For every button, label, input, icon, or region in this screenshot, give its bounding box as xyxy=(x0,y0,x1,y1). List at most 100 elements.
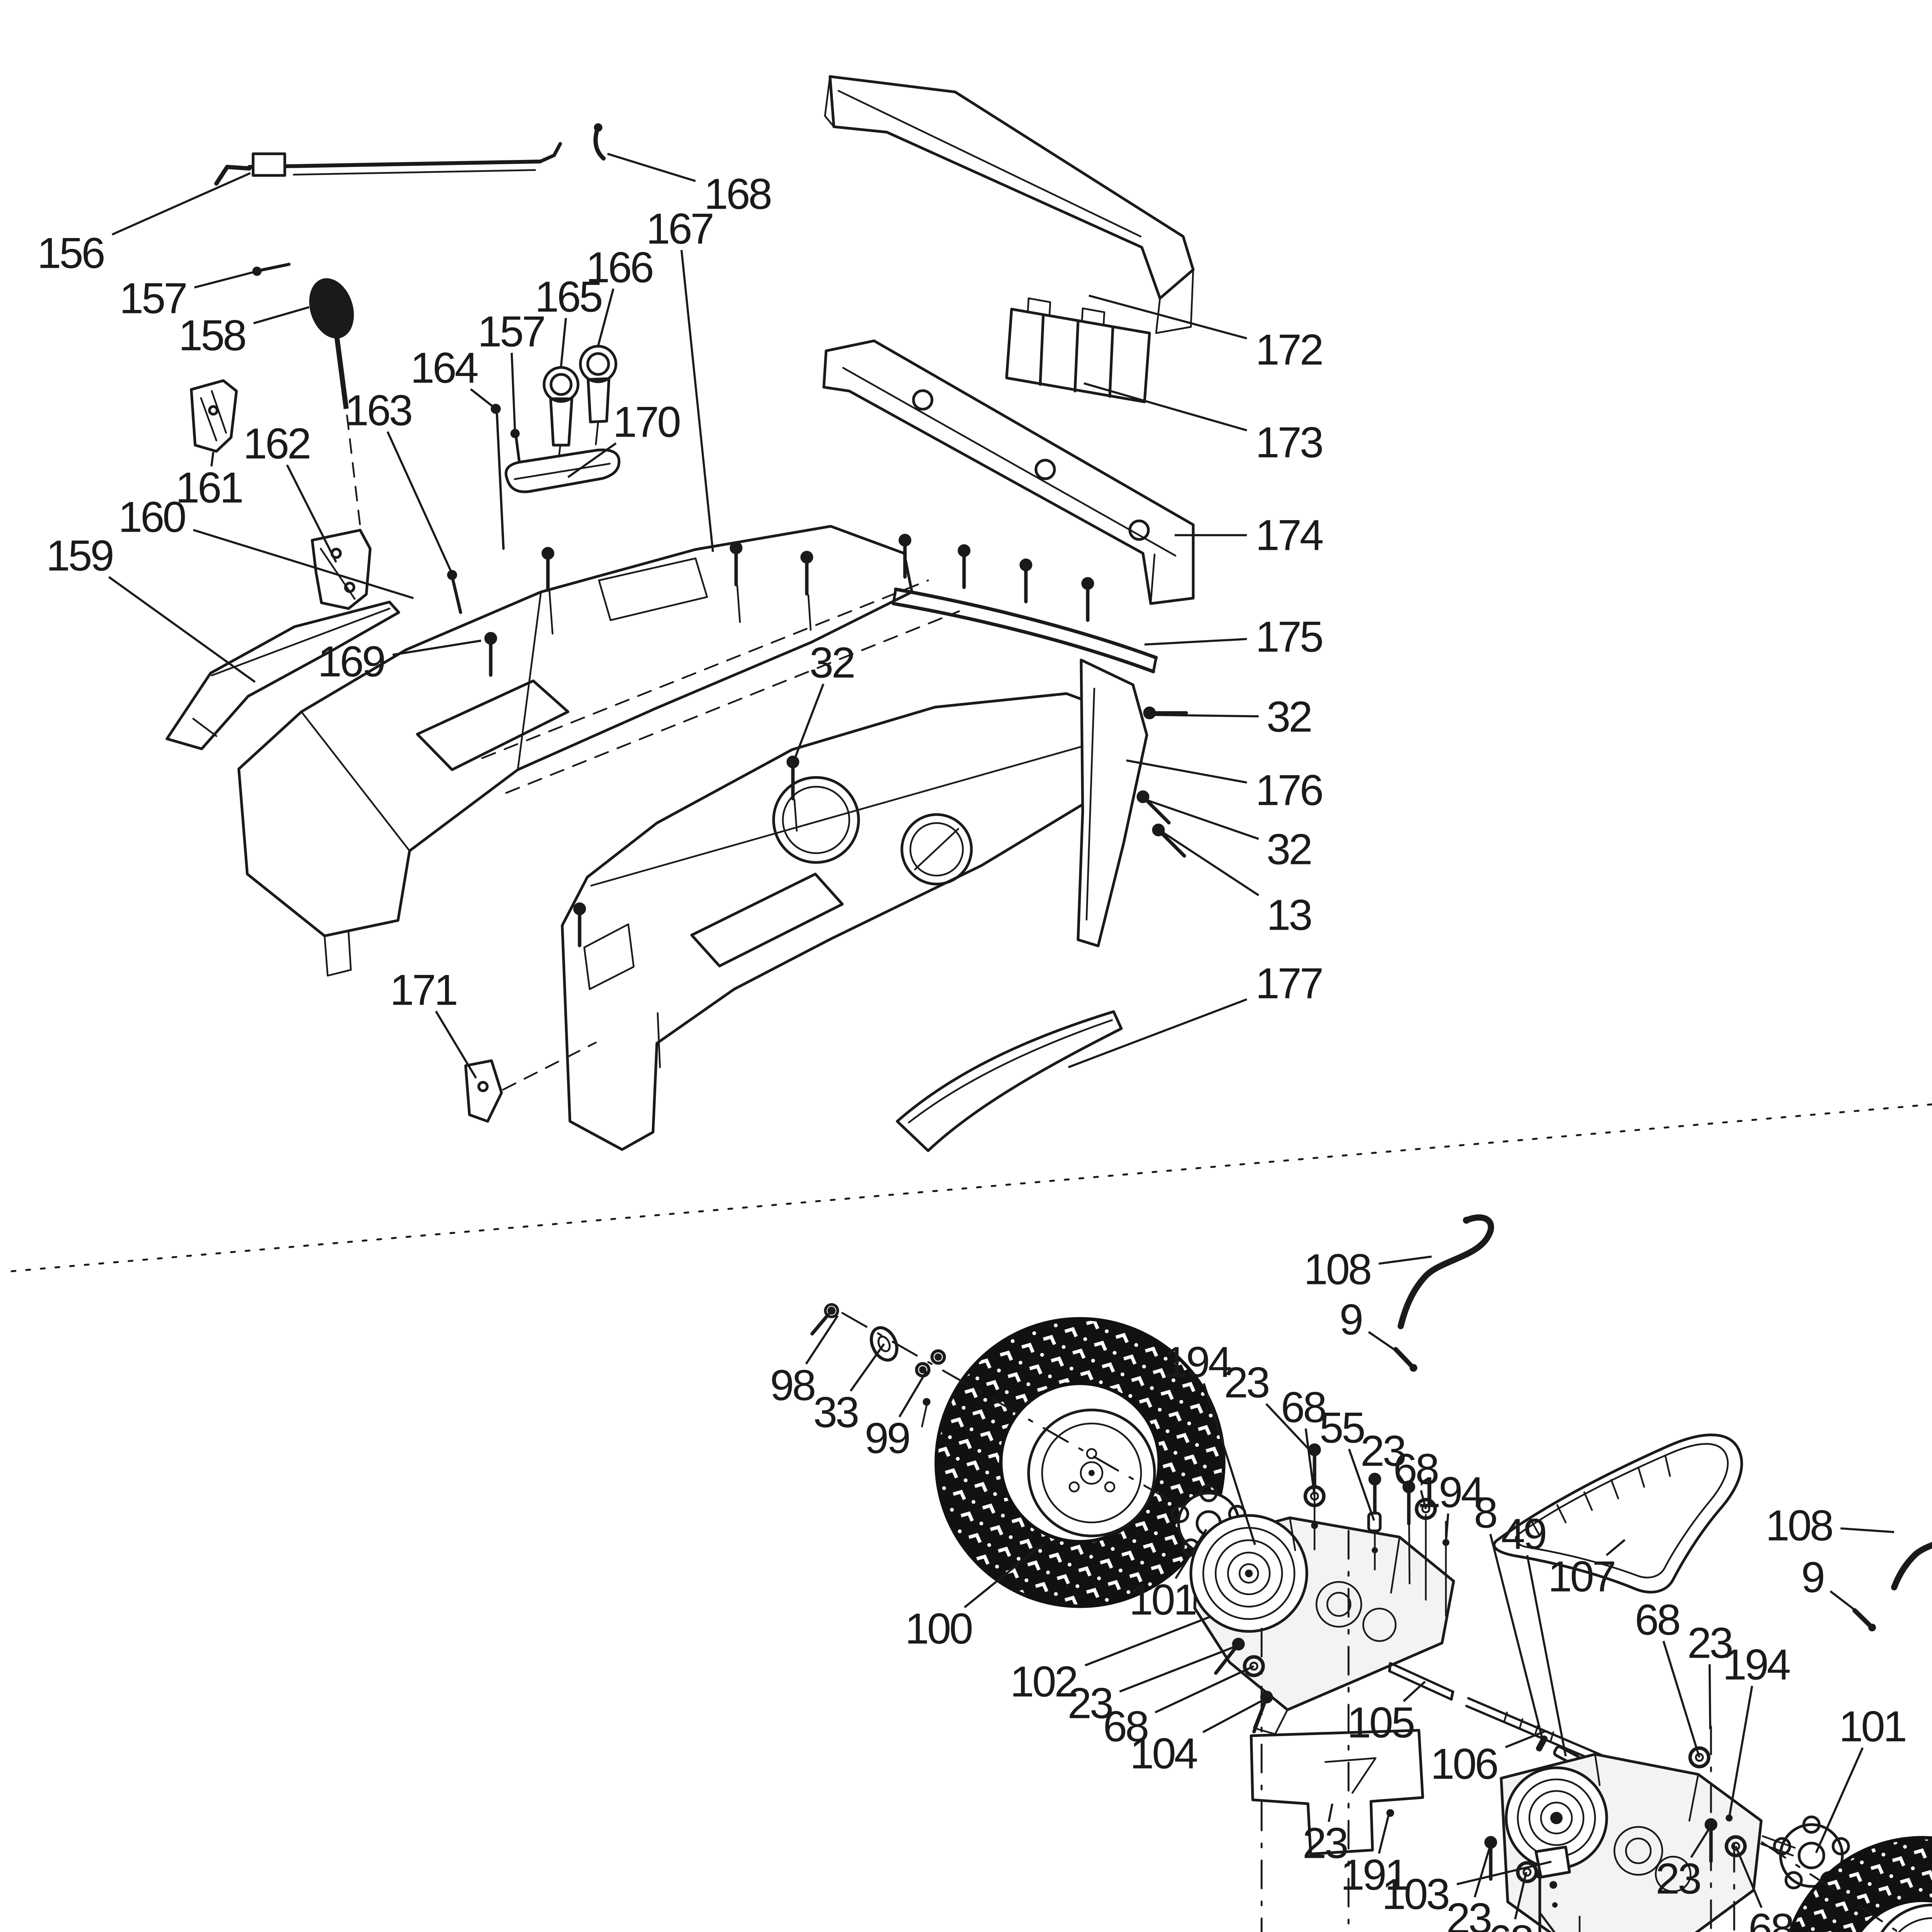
callout-107: 107 xyxy=(1548,1553,1614,1601)
leader-line-23 xyxy=(1690,1825,1712,1858)
leader-line-68 xyxy=(1420,1490,1427,1509)
callout-156: 156 xyxy=(37,229,104,277)
callout-177: 177 xyxy=(1255,959,1322,1008)
leader-line-9 xyxy=(1830,1590,1856,1612)
leader-line-175 xyxy=(1144,638,1247,646)
leader-line-103 xyxy=(1456,1861,1552,1885)
callout-174: 174 xyxy=(1255,511,1323,560)
part-159-side-trim xyxy=(165,600,400,750)
left-rim xyxy=(1027,1408,1156,1537)
callout-157: 157 xyxy=(119,274,186,323)
callout-175: 175 xyxy=(1255,613,1322,661)
cable-108-right xyxy=(1891,1542,1932,1590)
callout-168: 168 xyxy=(704,170,771,218)
leader-line-68 xyxy=(1735,1845,1763,1908)
leader-line-33 xyxy=(849,1343,885,1392)
leader-line-173 xyxy=(1083,382,1247,432)
leader-line-156 xyxy=(112,172,251,236)
leader-line-177 xyxy=(1068,998,1247,1068)
leader-line-9 xyxy=(1368,1331,1396,1352)
callout-163: 163 xyxy=(345,386,412,435)
callout-9: 9 xyxy=(1801,1553,1823,1602)
callout-169: 169 xyxy=(318,638,384,686)
callout-162: 162 xyxy=(243,420,310,468)
leader-line-168 xyxy=(607,153,696,182)
callout-101: 101 xyxy=(1129,1576,1196,1624)
callout-68: 68 xyxy=(1281,1383,1325,1432)
part-166-ignition-switch xyxy=(579,345,617,446)
callout-23: 23 xyxy=(1656,1855,1700,1903)
leader-line-105 xyxy=(1403,1680,1426,1702)
left-wheel xyxy=(934,1317,1226,1608)
part-156-shift-cable xyxy=(214,142,562,186)
callout-165: 165 xyxy=(535,273,602,321)
leader-line-160 xyxy=(193,529,414,599)
callout-23: 23 xyxy=(1303,1819,1347,1867)
part-168-lever xyxy=(593,123,606,161)
section-separator-line xyxy=(10,1103,1932,1272)
callout-176: 176 xyxy=(1255,766,1322,815)
callout-105: 105 xyxy=(1347,1699,1414,1747)
leader-line-194 xyxy=(1202,1383,1256,1545)
callout-9: 9 xyxy=(1339,1296,1361,1344)
leader-line-23 xyxy=(1265,1403,1314,1454)
callout-23: 23 xyxy=(1446,1895,1491,1932)
callout-194: 194 xyxy=(1417,1468,1484,1517)
shaft-105 xyxy=(1388,1662,1454,1701)
leader-line-68 xyxy=(1514,1872,1527,1920)
leader-line-191 xyxy=(1378,1813,1390,1854)
part-163-screw xyxy=(447,570,462,614)
callout-8: 8 xyxy=(1474,1489,1496,1537)
leader-line-55 xyxy=(1348,1449,1375,1521)
leader-line-108 xyxy=(1840,1527,1895,1533)
part-162-bracket xyxy=(311,529,372,610)
leader-line-23 xyxy=(1473,1844,1492,1898)
part-177-lower-trim xyxy=(896,1010,1123,1152)
console-screws xyxy=(486,543,1188,946)
callout-23: 23 xyxy=(1068,1679,1112,1728)
leader-line-99 xyxy=(898,1370,928,1418)
callout-173: 173 xyxy=(1255,418,1322,467)
callout-158: 158 xyxy=(179,311,245,360)
callout-194: 194 xyxy=(1164,1338,1231,1386)
leader-line-107 xyxy=(1605,1539,1626,1556)
leader-line-49 xyxy=(1526,1555,1567,1757)
leader-line-104 xyxy=(1539,1912,1556,1932)
part-165-ignition-switch xyxy=(543,366,580,471)
leader-line-32 xyxy=(1143,798,1259,840)
fuel-tank-console-body xyxy=(561,692,1142,1151)
callout-103: 103 xyxy=(1382,1870,1449,1918)
leader-line-157 xyxy=(510,352,516,434)
part-175-trim-strip xyxy=(891,535,1158,673)
leader-line-68 xyxy=(1155,1665,1255,1714)
part-158-shift-knob xyxy=(309,278,364,553)
callout-101: 101 xyxy=(1839,1702,1905,1751)
part-176-side-panel xyxy=(1077,658,1148,947)
callout-159: 159 xyxy=(46,532,112,580)
leader-line-194 xyxy=(1445,1513,1449,1543)
part-9-pin-right xyxy=(1852,1608,1876,1631)
leader-line-172 xyxy=(1088,294,1247,340)
leader-line-101 xyxy=(1815,1747,1864,1854)
leader-line-13 xyxy=(1158,829,1259,896)
leader-line-161 xyxy=(210,452,214,467)
callout-161: 161 xyxy=(175,464,242,512)
leader-line-176 xyxy=(1126,759,1247,784)
left-transaxle-hardware xyxy=(1305,1445,1449,1617)
leader-line-108 xyxy=(1378,1255,1432,1265)
callout-49: 49 xyxy=(1501,1510,1546,1558)
right-transaxle xyxy=(1500,1753,1763,1932)
callout-68: 68 xyxy=(1748,1905,1793,1932)
leader-line-164 xyxy=(470,388,497,410)
leader-line-23 xyxy=(1119,1644,1239,1693)
callout-68: 68 xyxy=(1103,1702,1148,1751)
leader-line-163 xyxy=(386,431,453,575)
callout-98: 98 xyxy=(770,1361,815,1410)
pin-8 xyxy=(1536,1735,1548,1752)
bracket-103 xyxy=(1534,1845,1571,1908)
leader-line-171 xyxy=(435,1010,477,1079)
callout-23: 23 xyxy=(1361,1427,1405,1475)
callout-164: 164 xyxy=(410,344,478,392)
part-161-bracket xyxy=(190,379,238,453)
